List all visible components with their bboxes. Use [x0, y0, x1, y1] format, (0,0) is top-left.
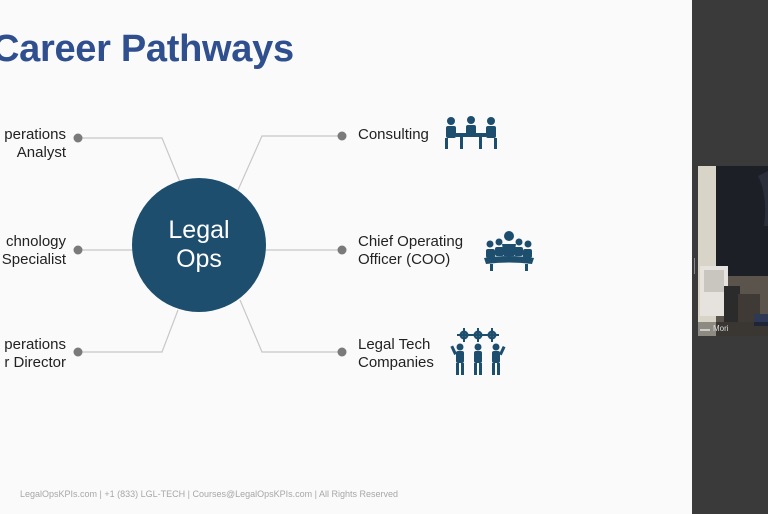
legal-ops-hub: Legal Ops	[132, 178, 266, 312]
pathway-legal-tech-companies: Legal Tech Companies	[358, 336, 434, 372]
bullet-dot	[337, 131, 347, 141]
pathway-label-line: Legal Tech	[358, 336, 431, 353]
pathway-operations-director: perations r Director	[4, 336, 66, 372]
pathway-label-line: Specialist	[1, 251, 66, 268]
team-gears-icon	[450, 328, 506, 375]
pathway-label-line: Analyst	[16, 144, 66, 161]
connector-right-3	[239, 299, 342, 353]
meeting-table-icon	[445, 116, 497, 149]
connector-left-3	[78, 309, 179, 353]
bullet-dot	[73, 245, 83, 255]
pathway-coo: Chief Operating Officer (COO)	[358, 233, 463, 269]
pathway-label-line: Consulting	[358, 126, 429, 143]
pathway-label-line: perations	[4, 336, 66, 353]
pathway-technology-specialist: chnology Specialist	[2, 233, 66, 269]
bullet-dot	[73, 347, 83, 357]
pathway-consulting: Consulting	[358, 126, 429, 144]
hub-line-2: Ops	[176, 245, 222, 273]
hub-line-1: Legal	[168, 216, 230, 244]
connector-left-1	[78, 137, 181, 183]
bullet-dot	[73, 133, 83, 143]
participant-name: Mori	[713, 324, 729, 333]
bullet-dot	[337, 347, 347, 357]
pathway-label-line: Companies	[358, 354, 434, 371]
pathway-label-line: perations	[4, 126, 66, 143]
presentation-slide: Career Pathways Legal Ops perations Anal…	[0, 0, 692, 514]
pathway-label-line: Officer (COO)	[358, 251, 451, 268]
boardroom-icon	[484, 231, 534, 271]
signal-strength-icon	[700, 323, 710, 331]
participant-video-tile[interactable]: Mori	[698, 166, 768, 336]
participant-name-bar: Mori	[698, 322, 768, 336]
pathway-operations-analyst: perations Analyst	[4, 126, 66, 162]
connector-lines	[73, 131, 347, 357]
pathway-label-line: chnology	[5, 233, 66, 250]
pathway-label-line: Chief Operating	[358, 233, 464, 250]
slide-title: Career Pathways	[0, 28, 294, 70]
connector-right-1	[237, 135, 342, 191]
bullet-dot	[337, 245, 347, 255]
pathway-label-line: r Director	[4, 354, 66, 371]
slide-footer: LegalOpsKPIs.com | +1 (833) LGL-TECH | C…	[20, 489, 399, 499]
participant-video-feed	[698, 166, 768, 336]
